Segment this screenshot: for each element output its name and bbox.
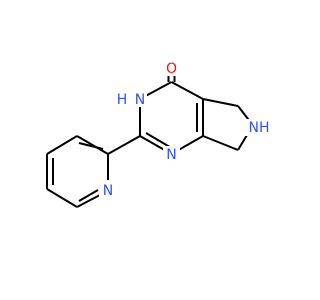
n1-atom: N xyxy=(166,147,176,163)
bond-py-2 xyxy=(46,135,78,155)
oxygen-atom: O xyxy=(166,61,177,77)
bonds xyxy=(46,68,256,208)
molecule-structure: O H N N N NH xyxy=(46,59,273,208)
bond-py-1b xyxy=(78,142,104,150)
bond-py-1 xyxy=(76,135,109,155)
n3-atom: N xyxy=(135,92,145,108)
bond-py-5 xyxy=(76,194,101,208)
atom-labels: O H N N N NH xyxy=(99,59,273,199)
bond-c2-c2p xyxy=(107,135,141,155)
bond-c4a-c5 xyxy=(202,98,239,107)
bond-c7-c7a xyxy=(202,135,239,151)
bond-py-5b xyxy=(78,189,99,202)
nh-pyrroline-atom: NH xyxy=(249,120,270,136)
bond-c4-c4a xyxy=(171,81,204,100)
bond-c2-n1-b xyxy=(145,132,173,149)
pyridine-n-atom: N xyxy=(103,183,113,199)
n3-hydrogen: H xyxy=(117,92,128,108)
bond-py-4 xyxy=(46,188,78,208)
